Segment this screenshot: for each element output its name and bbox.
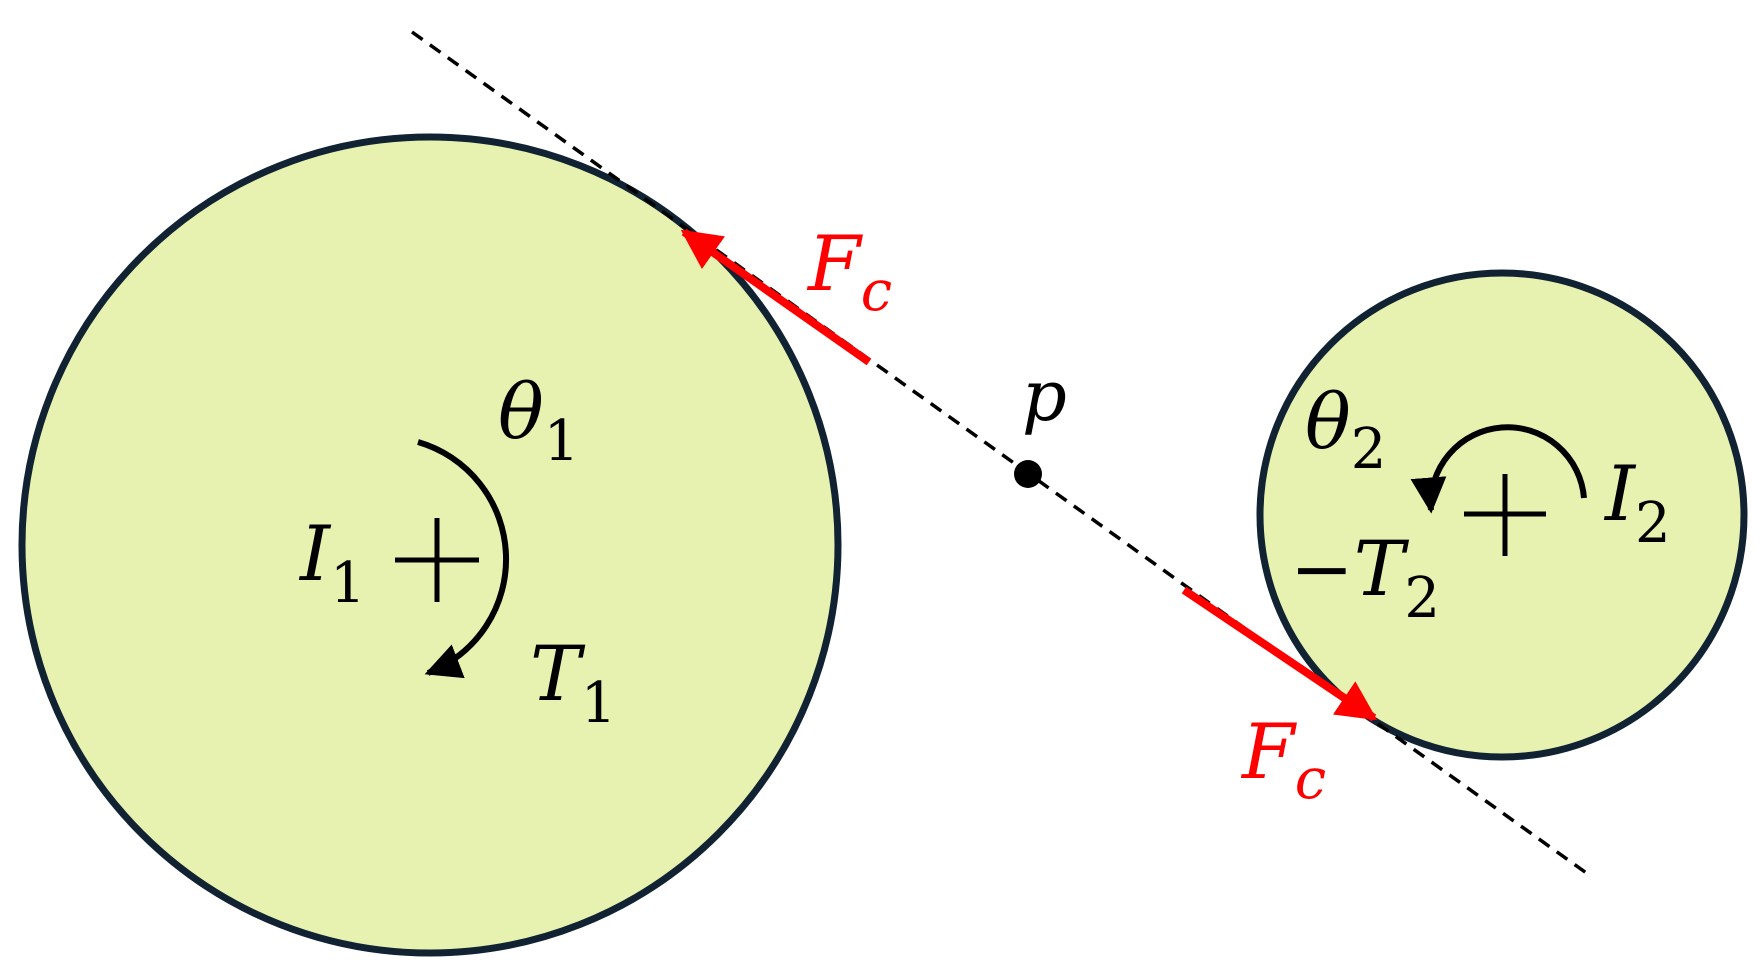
gear1-center-cross	[395, 518, 479, 602]
gear1-inertia-label: I1	[298, 509, 366, 616]
force-arrow-top	[680, 228, 872, 366]
gear1-torque-label: T1	[530, 629, 616, 736]
gear2-angle-label: θ2	[1305, 377, 1386, 482]
gear2-center-cross	[1464, 474, 1546, 556]
gear1-rotation-arrow	[417, 439, 510, 679]
gear2-inertia-label: I2	[1603, 449, 1671, 556]
gear1-disk	[18, 133, 842, 957]
force-bottom-label: Fc	[1240, 707, 1326, 812]
gear1-angle-label: θ1	[498, 367, 579, 474]
contact-point-dot	[1014, 460, 1042, 488]
force-arrow-bottom	[1181, 586, 1378, 722]
gear2-torque-label: −T2	[1290, 524, 1440, 631]
contact-point-label: p	[1022, 355, 1067, 437]
gear2-rotation-arrow	[1410, 424, 1587, 514]
force-top-label: Fc	[806, 219, 892, 324]
